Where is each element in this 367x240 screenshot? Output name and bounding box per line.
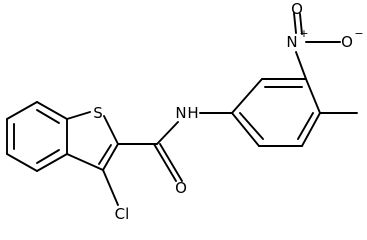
- bond: [102, 169, 119, 206]
- bond: [305, 78, 321, 114]
- bond: [36, 109, 60, 124]
- bond: [66, 111, 91, 120]
- bond: [98, 144, 112, 165]
- bond: [231, 78, 263, 114]
- bond: [301, 112, 321, 147]
- nitrogen-label: N: [286, 33, 297, 51]
- bond: [293, 12, 297, 34]
- bond: [159, 143, 183, 182]
- bond: [36, 101, 68, 120]
- bond: [295, 51, 307, 80]
- bond: [36, 149, 60, 164]
- aryl-ring: [231, 78, 321, 147]
- thiophene-ring: [66, 111, 119, 171]
- nitro-group: [293, 12, 341, 80]
- negative-charge-label: −: [354, 27, 363, 40]
- bond: [231, 112, 260, 147]
- positive-charge-label: +: [299, 27, 308, 40]
- bond: [239, 112, 264, 140]
- bond: [102, 143, 119, 171]
- nitrogen-label: N: [175, 104, 186, 122]
- bond: [156, 121, 179, 145]
- benzo-ring: [6, 101, 68, 172]
- bond: [66, 153, 104, 171]
- chlorine-label: Cl: [115, 205, 130, 223]
- sulfur-label: S: [93, 104, 103, 122]
- bond: [153, 143, 177, 182]
- bond: [299, 13, 303, 35]
- oxygen-label: O: [291, 0, 303, 18]
- oxygen-label: O: [175, 179, 187, 197]
- amide-group: [117, 112, 233, 182]
- bond: [36, 153, 68, 172]
- bond: [103, 115, 119, 145]
- bond: [297, 112, 314, 140]
- hydrogen-label: H: [187, 104, 198, 122]
- molecule-structure: N + O − O N H S O Cl: [6, 0, 364, 223]
- oxygen-label: O: [341, 33, 353, 51]
- bond: [6, 101, 38, 120]
- bond: [6, 153, 38, 172]
